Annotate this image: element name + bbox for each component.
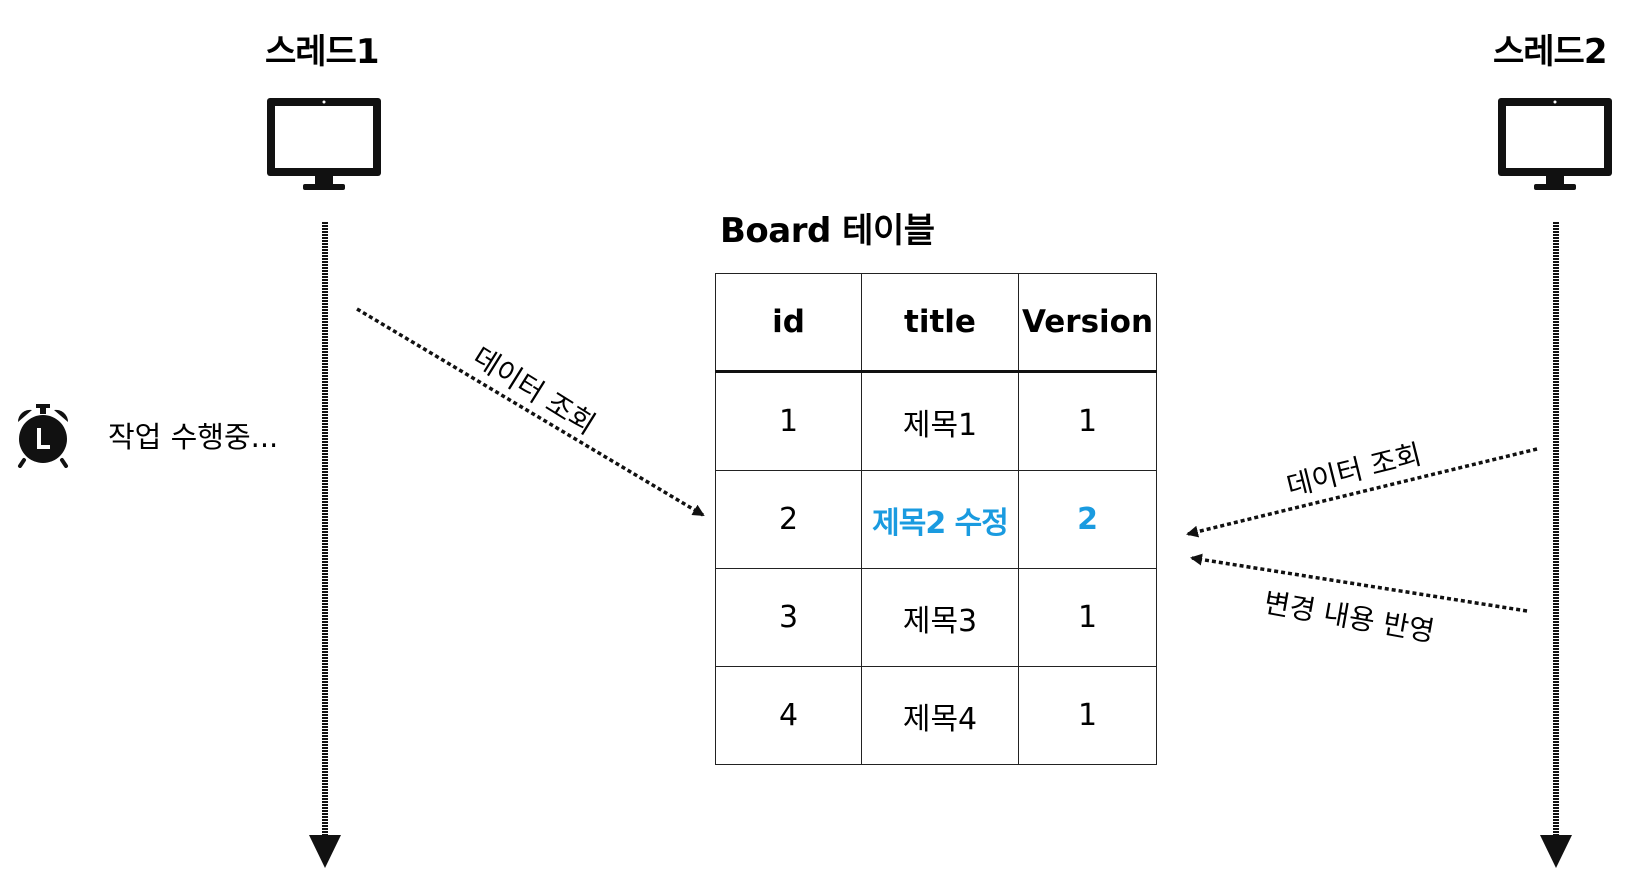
cell-version: 1: [1018, 666, 1157, 765]
header-title: title: [861, 273, 1019, 373]
monitor-icon-thread2: [1498, 98, 1612, 190]
cell-version: 1: [1018, 568, 1157, 667]
alarm-clock-icon: [17, 404, 69, 468]
table-title: Board 테이블: [720, 211, 935, 251]
cell-id: 3: [715, 568, 862, 667]
header-version: Version: [1018, 273, 1157, 373]
cell-title: 제목4: [861, 666, 1019, 765]
cell-version: 1: [1018, 371, 1157, 471]
arrow-thread2-read: [1186, 447, 1538, 538]
cell-title: 제목1: [861, 371, 1019, 471]
cell-title-updated: 제목2 수정: [861, 470, 1019, 569]
table-row: 3 제목3 1: [715, 568, 1157, 667]
arrow-thread1-read: [356, 307, 705, 517]
cell-id: 2: [715, 470, 862, 569]
cell-version-updated: 2: [1018, 470, 1157, 569]
thread1-timeline: [309, 222, 341, 868]
board-table: id title Version 1 제목1 1 2 제목2 수정 2 3 제목…: [715, 273, 1157, 765]
cell-id: 4: [715, 666, 862, 765]
monitor-icon-thread1: [267, 98, 381, 190]
table-row-updated: 2 제목2 수정 2: [715, 470, 1157, 569]
header-id: id: [715, 273, 862, 373]
thread1-label: 스레드1: [265, 32, 379, 72]
arrow-thread2-write: [1190, 553, 1528, 613]
cell-id: 1: [715, 371, 862, 471]
table-header-row: id title Version: [715, 273, 1157, 373]
table-row: 4 제목4 1: [715, 666, 1157, 765]
thread2-timeline: [1540, 222, 1572, 868]
working-status-text: 작업 수행중...: [108, 420, 279, 454]
table-row: 1 제목1 1: [715, 371, 1157, 471]
cell-title: 제목3: [861, 568, 1019, 667]
thread2-label: 스레드2: [1493, 32, 1607, 72]
